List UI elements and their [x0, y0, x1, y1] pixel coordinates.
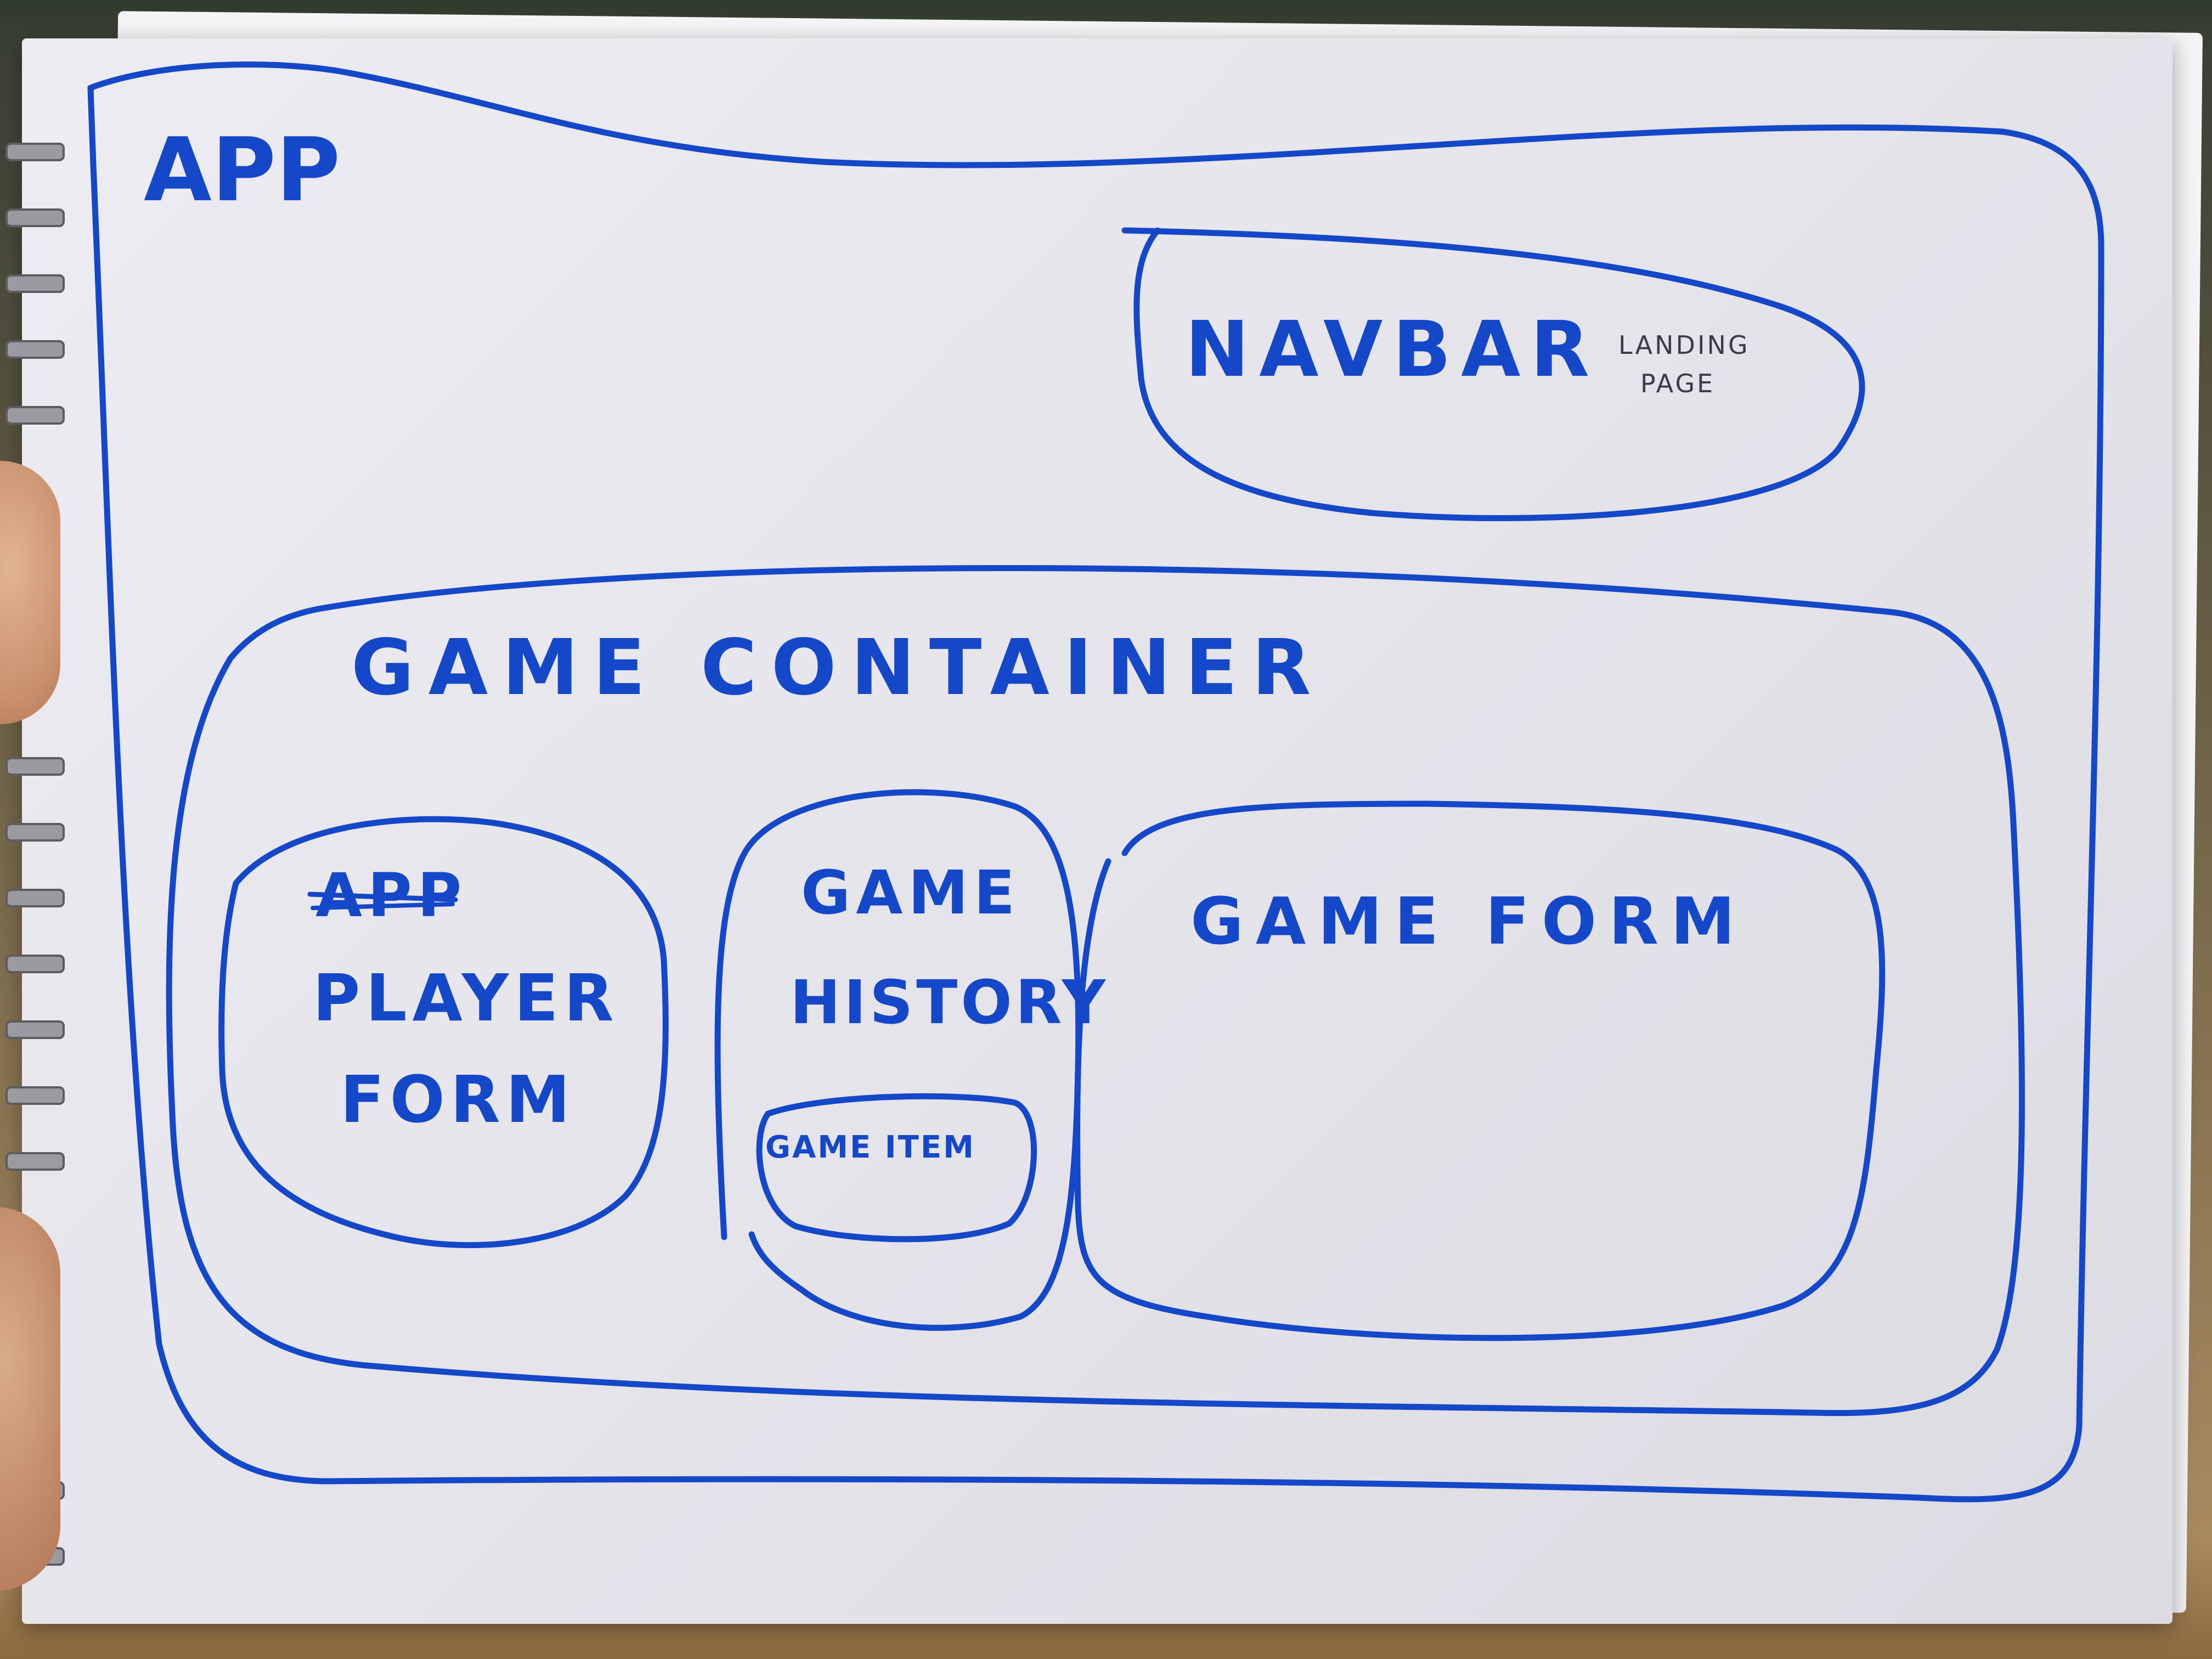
game-history-box [714, 789, 1082, 1331]
spiral-ring [5, 208, 65, 227]
spiral-ring [5, 955, 65, 973]
navbar-note-line2: PAGE [1640, 369, 1715, 398]
navbar-note-line1: LANDING [1618, 330, 1750, 360]
spiral-ring [5, 340, 65, 359]
game-container-label: GAME CONTAINER [351, 623, 1325, 713]
player-form-label-line2: FORM [340, 1062, 575, 1137]
spiral-ring [5, 889, 65, 907]
game-form-label: GAME FORM [1190, 883, 1747, 959]
spiral-ring [5, 1152, 65, 1171]
game-form-box [1074, 800, 1886, 1341]
spiral-ring [5, 1086, 65, 1105]
app-label: APP [144, 119, 340, 221]
spiral-ring [5, 1020, 65, 1039]
game-item-box [756, 1093, 1037, 1243]
strikethrough-line [311, 902, 455, 910]
spiral-ring [5, 274, 65, 293]
spiral-ring [5, 143, 65, 161]
finger [0, 1207, 60, 1591]
spiral-ring [5, 406, 65, 425]
game-history-label-line1: GAME [801, 857, 1020, 928]
player-form-box [218, 816, 669, 1249]
navbar-box [1121, 227, 1865, 521]
game-history-label-line2: HISTORY [790, 967, 1109, 1037]
navbar-label: NAVBAR [1185, 305, 1599, 394]
game-item-label: GAME ITEM [765, 1130, 975, 1165]
spiral-ring [5, 757, 65, 776]
thumb [0, 461, 60, 724]
strikethrough-line [307, 891, 458, 902]
app-box [87, 61, 2104, 1503]
spiral-ring [5, 823, 65, 842]
game-container-box [166, 565, 2025, 1417]
notebook-page [22, 38, 2172, 1624]
player-form-label-line1: PLAYER [313, 960, 619, 1036]
